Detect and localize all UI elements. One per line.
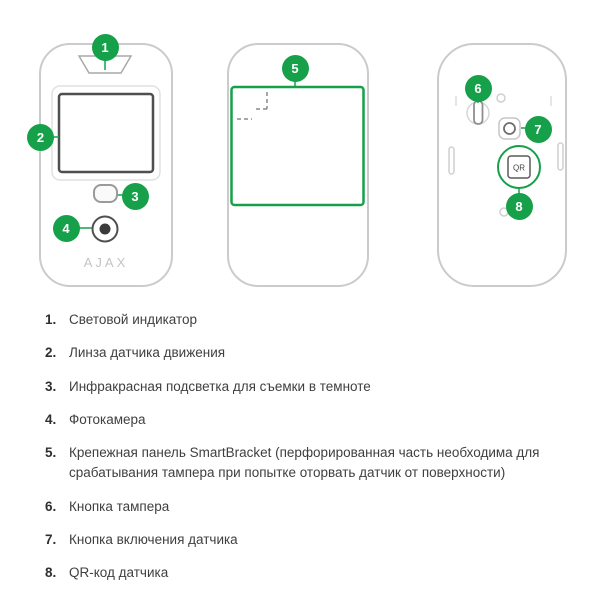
legend-item: 5. Крепежная панель SmartBracket (перфор… (45, 443, 550, 484)
device-views-illustration: AJAX (39, 43, 567, 287)
legend-item: 6. Кнопка тампера (45, 497, 550, 517)
motion-lens (57, 92, 155, 174)
legend-item-text: Инфракрасная подсветка для съемки в темн… (69, 378, 371, 394)
qr-code-square (507, 155, 531, 179)
power-button-plate (498, 117, 521, 140)
legend-item-number: 3. (45, 378, 57, 394)
callout-badge-2: 2 (27, 123, 54, 151)
side-slot-right (557, 142, 564, 171)
device-front-view: AJAX (39, 43, 173, 287)
back-body-outline (437, 43, 567, 287)
legend-item-number: 6. (45, 498, 57, 514)
callout-badge-3: 3 (121, 182, 149, 210)
callout-badge-7: 7 (524, 115, 552, 143)
legend-item-number: 7. (45, 531, 57, 547)
legend-item-text: Кнопка включения датчика (69, 531, 238, 547)
screw-hole-top (496, 93, 506, 103)
power-button (503, 122, 516, 135)
device-diagram: AJAX (27, 33, 567, 287)
legend-item: 8. QR-код датчика (45, 563, 550, 583)
legend-item-number: 4. (45, 411, 57, 427)
camera-lens-dot (99, 223, 111, 235)
legend-item-number: 1. (45, 312, 57, 327)
device-back-view: QR (437, 43, 567, 287)
legend-item-text: Световой индикатор (69, 312, 198, 327)
legend-item-number: 2. (45, 345, 57, 361)
legend-item: 3. Инфракрасная подсветка для съемки в т… (45, 377, 550, 397)
legend-item-text: QR-код датчика (69, 565, 169, 580)
legend-item-text: Фотокамера (69, 411, 146, 427)
qr-code-label: QR (513, 164, 525, 173)
legend-item-text: Крепежная панель SmartBracket (перфориро… (69, 445, 540, 481)
callout-badge-5: 5 (281, 54, 309, 82)
device-mounting-panel-view (227, 43, 369, 287)
ir-illumination (93, 184, 118, 203)
legend-item-text: Линза датчика движения (69, 345, 226, 361)
legend-item-number: 5. (45, 445, 57, 460)
tamper-button (473, 100, 484, 125)
legend-item: 7. Кнопка включения датчика (45, 530, 550, 550)
legend-item: 4. Фотокамера (45, 410, 550, 430)
legend-list: 1. Световой индикатор 2. Линза датчика д… (45, 310, 550, 596)
callout-badge-1: 1 (91, 33, 119, 61)
perforated-area-highlight (230, 85, 365, 207)
callout-badge-4: 4 (52, 214, 80, 242)
bracket-body-outline (227, 43, 369, 287)
callout-badge-8: 8 (505, 192, 533, 220)
side-slot-left (448, 146, 455, 175)
legend-item-text: Кнопка тампера (69, 498, 170, 514)
callout-badge-6: 6 (464, 74, 492, 102)
legend-item-number: 8. (45, 565, 57, 580)
qr-highlight-circle (497, 145, 541, 189)
legend-item: 2. Линза датчика движения (45, 343, 550, 363)
ajax-logo: AJAX (84, 255, 129, 270)
legend-item: 1. Световой индикатор (45, 310, 550, 330)
